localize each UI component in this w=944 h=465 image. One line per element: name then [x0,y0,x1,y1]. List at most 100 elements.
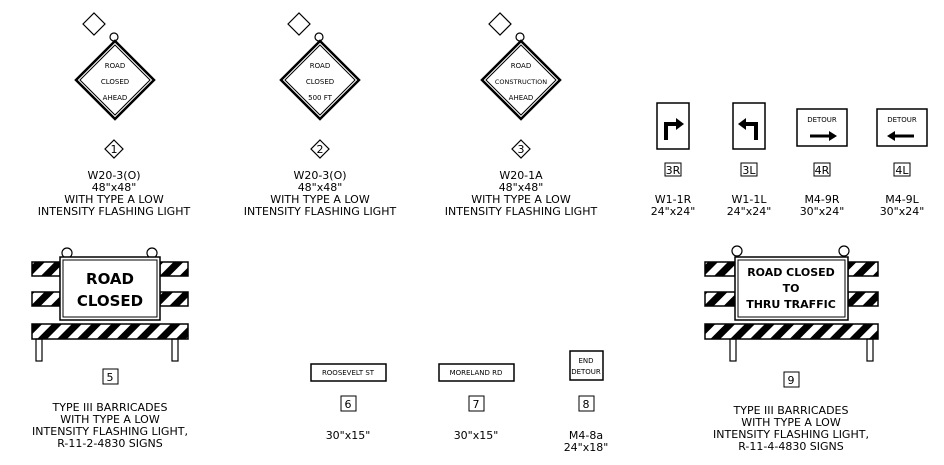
barricade-caption: R-11-2-4830 SIGNS [57,437,163,450]
sign-line: AHEAD [103,94,128,102]
turn-left-arrow-icon [746,122,758,140]
sign-line: MORELAND RD [450,369,503,377]
barricade-leg [171,338,179,362]
sign-note: WITH TYPE A LOW [64,193,164,206]
sign-line: CONSTRUCTION [495,78,547,86]
sign-size: 24"x18" [564,441,609,454]
sign-size: 24"x24" [651,205,696,218]
sign-1-road-closed-ahead: ROAD CLOSED AHEAD 1 W20-3(O) 48"x48" WIT… [38,12,191,218]
sign-size: 48"x48" [499,181,544,194]
sign-2-road-closed-500ft: ROAD CLOSED 500 FT 2 W20-3(O) 48"x48" WI… [244,12,397,218]
barricade-sign-panel [734,256,849,321]
callout-box [783,371,800,388]
callout-number: 4R [815,164,830,177]
sign-line: ROAD [310,62,330,70]
sign-size: 30"x15" [454,429,499,442]
sign-line: ROAD [511,62,531,70]
sign-4r-detour-right: DETOUR 4R M4-9R 30"x24" [796,108,848,218]
sign-size: 24"x24" [727,205,772,218]
barricade-caption: INTENSITY FLASHING LIGHT, [32,425,188,438]
sign-code: W20-3(O) [87,169,140,182]
callout-number: 3 [518,143,525,156]
flag-icon [287,12,324,42]
turn-right-arrow-icon [664,122,676,140]
barricade-5: ROAD CLOSED 5 TYPE III BARRICADES WITH T… [31,247,189,450]
barricade-rail [704,323,879,340]
sign-line: CLOSED [306,78,334,86]
callout-number: 3L [742,164,756,177]
sign-code: M4-8a [569,429,603,442]
barricade-leg [35,338,43,362]
barricade-caption: TYPE III BARRICADES [52,401,168,414]
callout-box [578,395,595,412]
callout-box [102,368,119,385]
barricade-caption: WITH TYPE A LOW [60,413,160,426]
sign-line: ROAD [105,62,125,70]
sign-code: M4-9R [804,193,839,206]
callout-number: 3R [666,164,681,177]
barricade-rail [31,261,61,277]
sign-4l-detour-left: DETOUR 4L M4-9L 30"x24" [876,108,928,218]
callout-box [340,395,357,412]
sign-size: 30"x24" [880,205,925,218]
barricade-leg [729,338,737,362]
sign-line: 500 FT [308,94,332,102]
callout-number: 2 [317,143,324,156]
callout-box [740,162,758,177]
barricade-sign-panel [59,256,161,321]
end-detour-sign-8: END DETOUR 8 M4-8a 24"x18" [564,350,609,454]
street-sign-7: MORELAND RD 7 30"x15" [438,363,515,442]
sign-note: WITH TYPE A LOW [270,193,370,206]
diamond-sign [480,39,562,121]
sign-code: W1-1R [655,193,692,206]
callout-number: 9 [788,374,795,387]
sign-panel [438,363,515,382]
barricade-sign-line: ROAD [86,270,134,288]
callout-number: 5 [107,371,114,384]
sign-size: 48"x48" [298,181,343,194]
sign-line: END [578,357,593,365]
sign-code: M4-9L [885,193,919,206]
sign-note: INTENSITY FLASHING LIGHT [38,205,191,218]
callout-number: 4L [895,164,909,177]
barricade-caption: R-11-4-4830 SIGNS [738,440,844,453]
barricade-rail [159,261,189,277]
barricade-rail [704,261,736,277]
barricade-rail [31,323,189,340]
sign-line: ROOSEVELT ST [322,369,375,377]
callout-number: 8 [583,398,590,411]
callout-diamond [310,139,330,159]
barricade-caption: WITH TYPE A LOW [741,416,841,429]
barricade-sign-line: THRU TRAFFIC [746,298,836,311]
sign-panel [796,108,848,147]
barricade-sign-line: TO [783,282,800,295]
sign-size: 30"x15" [326,429,371,442]
sign-note: INTENSITY FLASHING LIGHT [445,205,598,218]
sign-size: 48"x48" [92,181,137,194]
callout-diamond [104,139,124,159]
arrow-right-icon [810,131,837,141]
flashing-light-icon [731,245,743,257]
sign-panel [876,108,928,147]
diamond-sign [74,39,156,121]
barricade-rail [31,291,61,307]
barricade-rail [847,261,879,277]
barricade-rail [159,291,189,307]
sign-line: CLOSED [101,78,129,86]
sign-note: INTENSITY FLASHING LIGHT [244,205,397,218]
sign-code: W20-3(O) [293,169,346,182]
barricade-sign-line: ROAD CLOSED [747,266,835,279]
barricade-rail [704,291,736,307]
callout-diamond [511,139,531,159]
barricade-leg [866,338,874,362]
barricade-sign-line: CLOSED [77,292,143,310]
barricade-9: ROAD CLOSED TO THRU TRAFFIC 9 TYPE III B… [704,245,879,453]
flashing-light-icon [838,245,850,257]
sign-line: DETOUR [887,116,917,124]
callout-number: 6 [345,398,352,411]
callout-number: 7 [473,398,480,411]
street-sign-6: ROOSEVELT ST 6 30"x15" [310,363,387,442]
callout-box [813,162,831,177]
callout-box [468,395,485,412]
